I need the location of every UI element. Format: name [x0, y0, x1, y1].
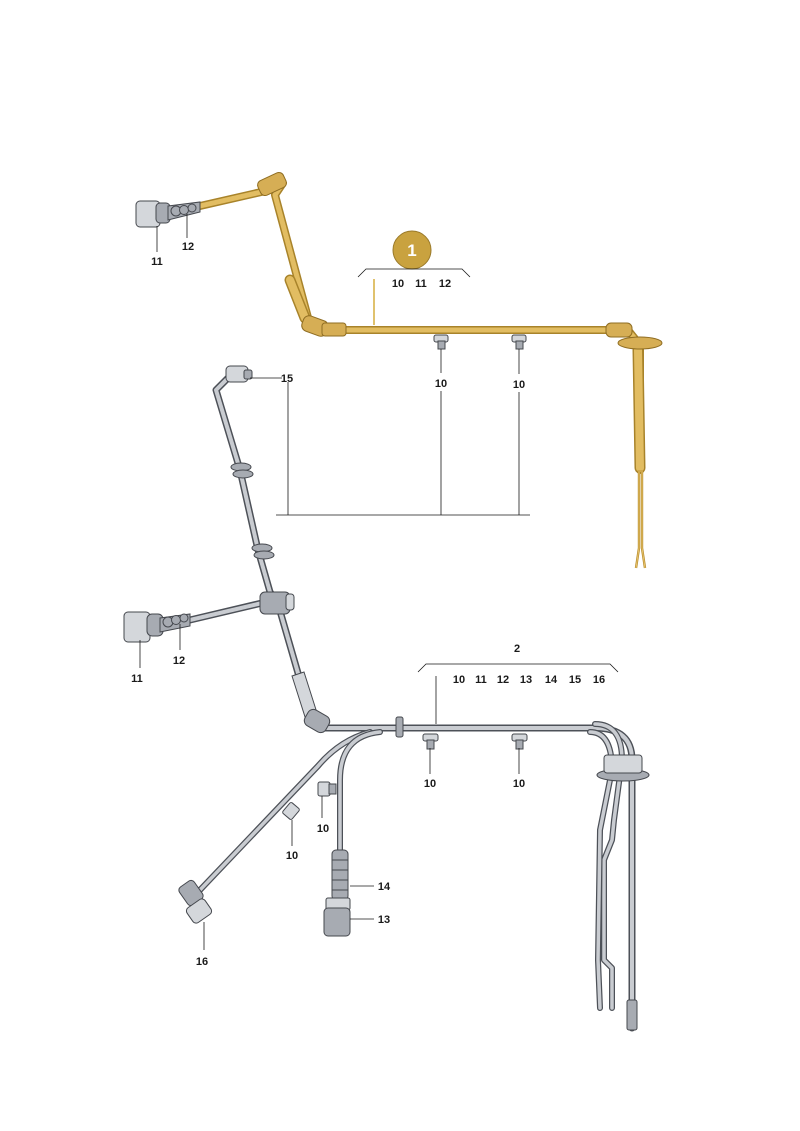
label-15: 15 — [281, 373, 293, 385]
assembly-1-harness — [196, 171, 663, 569]
badge-text: 1 — [407, 241, 416, 260]
b-label-13: 13 — [520, 674, 532, 686]
assembly-2-bracket — [417, 663, 619, 673]
b-label-12: 12 — [497, 674, 509, 686]
harness-grommet — [596, 754, 650, 1031]
label-13: 13 — [378, 914, 390, 926]
clip-b3-label: 10 — [317, 823, 329, 835]
clip-b2-label: 10 — [513, 778, 525, 790]
b-label-14: 14 — [545, 674, 558, 686]
assembly-badge: 1 — [392, 230, 432, 270]
b-label-15: 15 — [569, 674, 581, 686]
clip-reference-bracket — [276, 382, 530, 516]
a-label-12: 12 — [439, 278, 451, 290]
b-label-10: 10 — [453, 674, 465, 686]
connector-middle — [123, 611, 191, 643]
clip-b3 — [317, 781, 337, 797]
clip-b1 — [422, 733, 439, 750]
a-label-10: 10 — [392, 278, 404, 290]
t-junction — [259, 591, 295, 615]
assembly-1-bracket — [357, 268, 471, 278]
c2-label-11: 11 — [131, 673, 143, 685]
b-label-11: 11 — [475, 674, 487, 686]
connector-15 — [225, 365, 253, 383]
clip-top-right — [511, 334, 527, 350]
clip-b2 — [511, 733, 528, 750]
b-label-16: 16 — [593, 674, 605, 686]
trunk-grommets — [230, 462, 275, 560]
clip-top-left — [433, 334, 449, 350]
c1-label-12: 12 — [182, 241, 194, 253]
clip-b4-label: 10 — [286, 850, 298, 862]
c1-label-11: 11 — [151, 256, 163, 268]
clip-b4 — [282, 802, 300, 820]
clip-b1-label: 10 — [424, 778, 436, 790]
label-16: 16 — [196, 956, 208, 968]
assembly-2-harness — [186, 374, 636, 1032]
b-label-2: 2 — [514, 643, 520, 655]
connector-16 — [178, 879, 213, 924]
a-label-11: 11 — [415, 278, 427, 290]
connector-13-14 — [323, 849, 351, 937]
label-14: 14 — [378, 881, 391, 893]
connector-top — [135, 200, 201, 228]
clip-a1-label: 10 — [435, 378, 447, 390]
lower-elbow — [291, 671, 404, 738]
clip-a2-label: 10 — [513, 379, 525, 391]
c2-label-12: 12 — [173, 655, 185, 667]
